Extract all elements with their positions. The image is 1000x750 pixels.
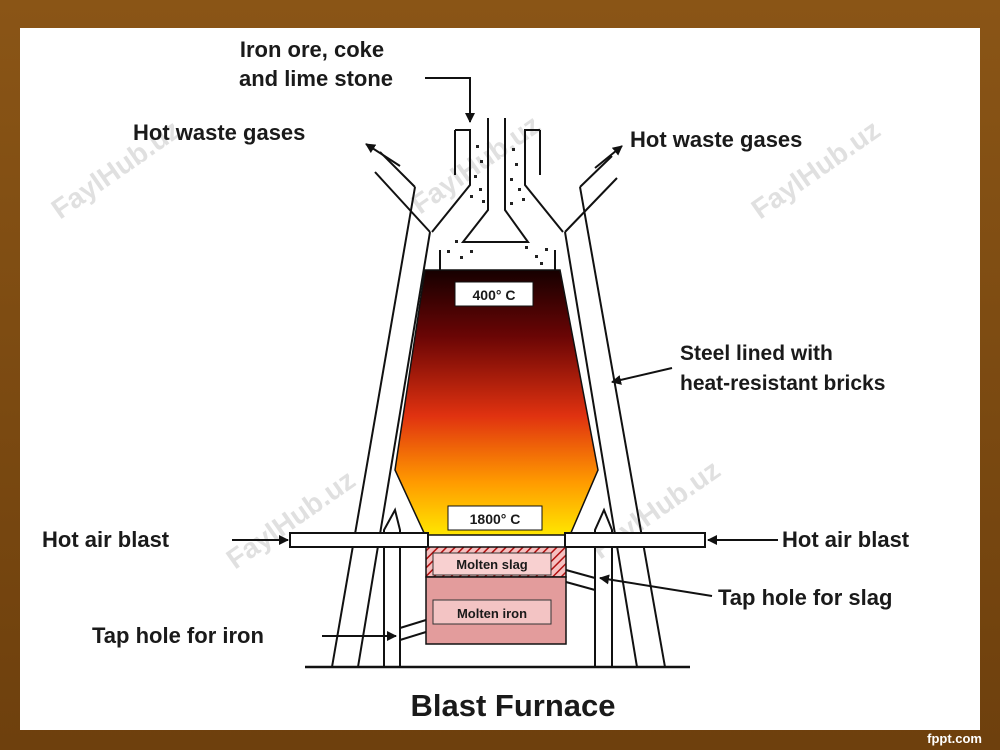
label-input-line1: Iron ore, coke (240, 37, 384, 62)
charge-particles (447, 145, 548, 265)
molten-slag-label-box (432, 552, 552, 576)
temp-top-label: 400° C (473, 287, 516, 303)
watermark: FaylHub.uz (221, 464, 361, 575)
diagram-title: Blast Furnace (410, 688, 615, 723)
label-lining-line1: Steel lined with (680, 342, 833, 365)
label-input-line2: and lime stone (239, 66, 393, 91)
label-waste-left: Hot waste gases (133, 120, 305, 145)
temp-bottom-label: 1800° C (470, 511, 521, 527)
arrow-waste-left (365, 143, 401, 167)
label-lining-line2: heat-resistant bricks (680, 372, 885, 395)
label-air-left: Hot air blast (42, 527, 170, 552)
label-waste-right: Hot waste gases (630, 127, 802, 152)
label-slag-tap: Tap hole for slag (718, 585, 892, 610)
tap-holes (399, 569, 596, 641)
molten-iron-label: Molten iron (457, 606, 527, 621)
temp-top-box (454, 281, 534, 307)
label-air-right: Hot air blast (782, 527, 910, 552)
footer-credit: fppt.com (927, 731, 982, 746)
arrow-waste-right (594, 145, 623, 169)
furnace-heat-zone (394, 269, 599, 536)
arrow-lining (611, 367, 673, 385)
hot-air-pipes (289, 532, 706, 548)
labels: Iron ore, coke and lime stone Hot waste … (42, 37, 910, 723)
arrow-charge-input (425, 77, 475, 123)
arrow-slag-tap (599, 574, 713, 597)
label-iron-tap: Tap hole for iron (92, 623, 264, 648)
temp-bottom-box (447, 505, 543, 531)
arrows (232, 77, 778, 641)
watermark: FaylHub.uz (586, 454, 726, 565)
molten-iron-label-box (432, 599, 552, 625)
molten-slag-label: Molten slag (456, 557, 528, 572)
